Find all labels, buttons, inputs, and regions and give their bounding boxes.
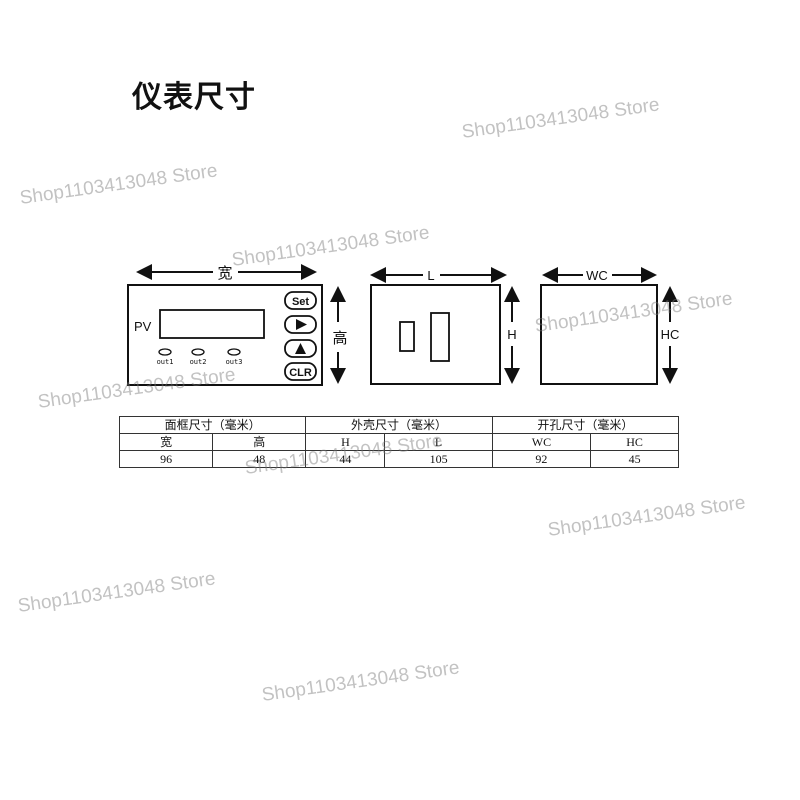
front-height-label: 高 — [332, 330, 347, 347]
cutout-height-label: HC — [661, 327, 680, 342]
clr-button-label: CLR — [289, 367, 312, 379]
clr-button — [284, 362, 317, 381]
set-button-label: Set — [292, 296, 309, 308]
triangle-up-icon — [295, 343, 306, 354]
group-cutout-size: 开孔尺寸（毫米） — [491, 416, 680, 434]
table-value-row: 96 48 44 105 92 45 — [118, 450, 679, 468]
header-height: 高 — [212, 433, 307, 451]
side-height-label: H — [507, 327, 516, 342]
side-view: L H — [370, 267, 520, 385]
group-panel-size: 面框尺寸（毫米） — [118, 416, 307, 434]
side-terminal-large — [430, 312, 450, 362]
header-width: 宽 — [118, 433, 214, 451]
set-button — [284, 291, 317, 310]
side-length-label: L — [427, 268, 434, 283]
pv-label: PV — [134, 319, 152, 334]
dimensions-table: 面框尺寸（毫米） 外壳尺寸（毫米） 开孔尺寸（毫米） 宽 高 H L WC HC… — [118, 416, 680, 468]
value-hc: 45 — [590, 450, 679, 468]
value-l: 105 — [384, 450, 493, 468]
header-hc: HC — [590, 433, 679, 451]
value-wc: 92 — [491, 450, 592, 468]
front-view: 宽 PV out1 out2 out3 Set CLR 高 — [127, 264, 348, 386]
page-title: 仪表尺寸 — [132, 80, 256, 115]
cutout-view: WC HC — [540, 267, 680, 385]
led-label-out3: out3 — [226, 358, 243, 366]
led-label-out2: out2 — [190, 358, 207, 366]
side-terminal-small — [399, 321, 415, 352]
right-button — [284, 315, 317, 334]
led-out2-icon — [191, 348, 205, 356]
cutout-width-label: WC — [586, 268, 608, 283]
play-right-icon — [296, 319, 307, 330]
pv-display — [159, 309, 265, 339]
value-h: 44 — [305, 450, 386, 468]
front-width-label: 宽 — [217, 265, 232, 282]
table-header-row: 宽 高 H L WC HC — [118, 433, 679, 451]
up-button — [284, 339, 317, 358]
value-height: 48 — [212, 450, 307, 468]
header-wc: WC — [491, 433, 592, 451]
led-out3-icon — [227, 348, 241, 356]
led-label-out1: out1 — [157, 358, 174, 366]
side-outline — [370, 284, 501, 385]
led-out1-icon — [158, 348, 172, 356]
front-panel-outline — [127, 284, 323, 386]
group-housing-size: 外壳尺寸（毫米） — [305, 416, 493, 434]
table-group-row: 面框尺寸（毫米） 外壳尺寸（毫米） 开孔尺寸（毫米） — [118, 416, 680, 434]
value-width: 96 — [118, 450, 214, 468]
cutout-outline — [540, 284, 658, 385]
